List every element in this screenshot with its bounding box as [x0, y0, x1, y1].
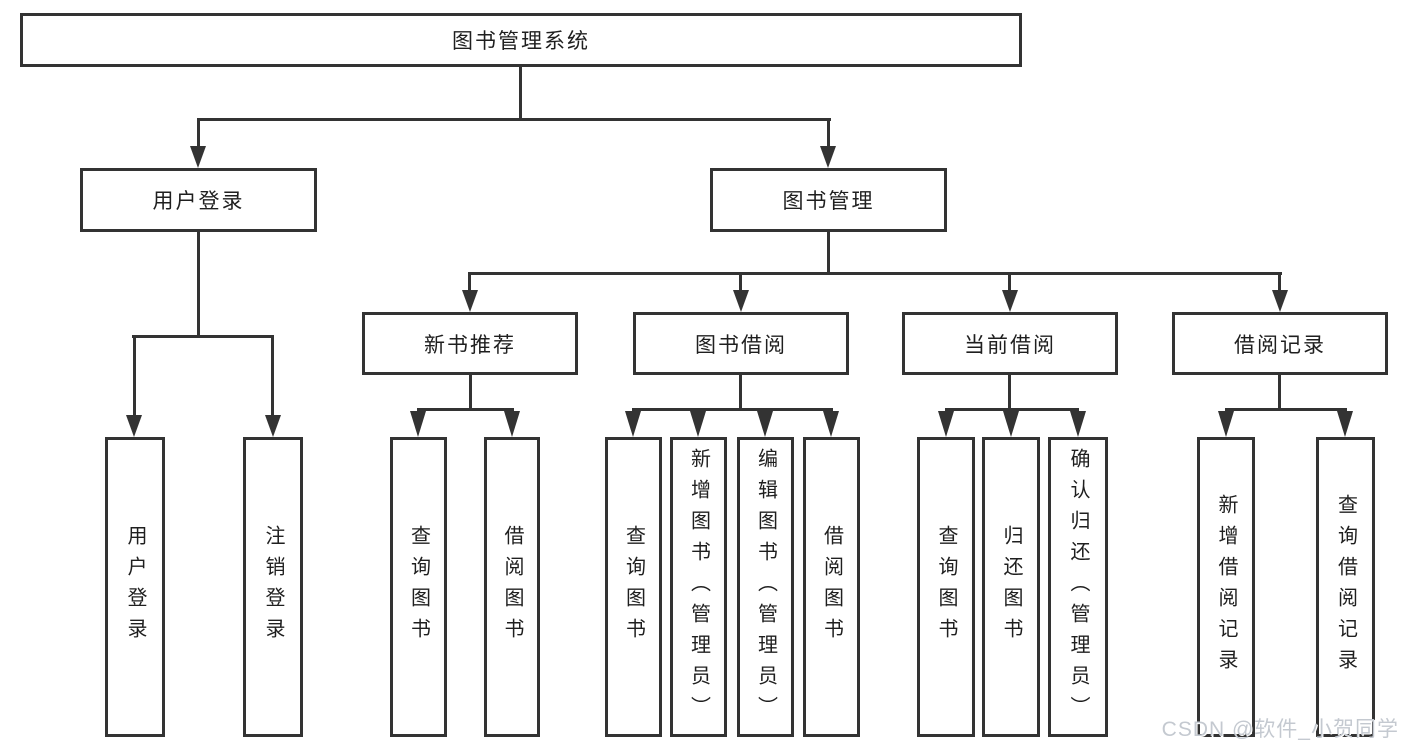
arrow-down-icon — [126, 415, 142, 437]
arrow-down-icon — [625, 411, 641, 437]
connector-user-login-branch — [132, 335, 274, 338]
node-book-borrow: 图书借阅 — [633, 312, 849, 375]
leaf-borrow-query-book-label: 查询图书 — [622, 525, 645, 649]
arrow-down-icon — [938, 411, 954, 437]
arrow-down-icon — [1003, 411, 1019, 437]
connector-book-borrow-stem — [739, 375, 742, 411]
leaf-newrec-query-book-label: 查询图书 — [407, 525, 430, 649]
arrow-down-icon — [823, 411, 839, 437]
leaf-record-query: 查询借阅记录 — [1316, 437, 1375, 737]
leaf-logout: 注销登录 — [243, 437, 303, 737]
connector-new-book-rec-branch — [417, 408, 514, 411]
connector-to-new-book-rec — [468, 272, 471, 294]
leaf-current-query-book: 查询图书 — [917, 437, 975, 737]
watermark: CSDN @软件_小贺同学 — [1161, 718, 1399, 741]
arrow-down-icon — [504, 411, 520, 437]
arrow-down-icon — [462, 290, 478, 312]
arrow-down-icon — [1337, 411, 1353, 437]
leaf-current-return-book-label: 归还图书 — [1000, 525, 1022, 649]
connector-book-borrow-branch — [632, 408, 833, 411]
connector-borrow-record-stem — [1278, 375, 1281, 411]
connector-new-book-rec-stem — [469, 375, 472, 411]
connector-user-login-stem — [197, 232, 200, 335]
leaf-user-login: 用户登录 — [105, 437, 165, 737]
arrow-down-icon — [733, 290, 749, 312]
leaf-record-add-label: 新增借阅记录 — [1215, 494, 1237, 680]
node-user-login: 用户登录 — [80, 168, 317, 232]
arrow-down-icon — [410, 411, 426, 437]
leaf-current-confirm-return-label: 确认归还（管理员） — [1067, 447, 1089, 727]
arrow-down-icon — [820, 146, 836, 168]
arrow-down-icon — [690, 411, 706, 437]
leaf-logout-label: 注销登录 — [262, 525, 284, 649]
leaf-borrow-borrow-book: 借阅图书 — [803, 437, 860, 737]
node-root-label: 图书管理系统 — [452, 30, 590, 53]
node-borrow-record-label: 借阅记录 — [1234, 333, 1326, 357]
leaf-current-confirm-return: 确认归还（管理员） — [1048, 437, 1108, 737]
connector-to-user-login — [197, 118, 200, 150]
connector-to-leaf-logout — [271, 335, 274, 419]
leaf-current-return-book: 归还图书 — [982, 437, 1040, 737]
connector-book-mgmt-stem — [827, 232, 830, 272]
arrow-down-icon — [190, 146, 206, 168]
arrow-down-icon — [1070, 411, 1086, 437]
connector-to-book-mgmt — [827, 118, 830, 150]
arrow-down-icon — [1272, 290, 1288, 312]
arrow-down-icon — [1002, 290, 1018, 312]
connector-to-leaf-login — [133, 335, 136, 419]
node-current-borrow-label: 当前借阅 — [964, 333, 1056, 357]
leaf-borrow-add-book: 新增图书（管理员） — [670, 437, 727, 737]
leaf-newrec-borrow-book-label: 借阅图书 — [501, 525, 523, 649]
node-book-mgmt-label: 图书管理 — [782, 190, 875, 213]
node-book-borrow-label: 图书借阅 — [695, 333, 787, 357]
connector-to-borrow-record — [1278, 272, 1281, 294]
arrow-down-icon — [1218, 411, 1234, 437]
node-current-borrow: 当前借阅 — [902, 312, 1118, 375]
leaf-borrow-query-book: 查询图书 — [605, 437, 662, 737]
node-user-login-label: 用户登录 — [152, 190, 245, 213]
connector-borrow-record-branch — [1225, 408, 1347, 411]
node-borrow-record: 借阅记录 — [1172, 312, 1388, 375]
leaf-newrec-borrow-book: 借阅图书 — [484, 437, 540, 737]
connector-to-book-borrow — [739, 272, 742, 294]
arrow-down-icon — [757, 411, 773, 437]
leaf-record-query-label: 查询借阅记录 — [1334, 494, 1357, 680]
leaf-user-login-label: 用户登录 — [124, 525, 146, 649]
connector-book-mgmt-branch — [469, 272, 1282, 275]
node-book-mgmt: 图书管理 — [710, 168, 947, 232]
connector-root-branch — [197, 118, 831, 121]
leaf-newrec-query-book: 查询图书 — [390, 437, 447, 737]
node-new-book-rec-label: 新书推荐 — [424, 333, 516, 357]
connector-current-borrow-stem — [1008, 375, 1011, 411]
leaf-borrow-edit-book: 编辑图书（管理员） — [737, 437, 794, 737]
leaf-record-add: 新增借阅记录 — [1197, 437, 1255, 737]
arrow-down-icon — [265, 415, 281, 437]
node-new-book-rec: 新书推荐 — [362, 312, 578, 375]
leaf-current-query-book-label: 查询图书 — [935, 525, 957, 649]
node-root: 图书管理系统 — [20, 13, 1022, 67]
leaf-borrow-add-book-label: 新增图书（管理员） — [687, 447, 710, 727]
connector-current-borrow-branch — [945, 408, 1079, 411]
leaf-borrow-edit-book-label: 编辑图书（管理员） — [754, 447, 777, 727]
connector-to-current-borrow — [1008, 272, 1011, 294]
leaf-borrow-borrow-book-label: 借阅图书 — [820, 525, 843, 649]
connector-root-stem — [519, 67, 522, 118]
